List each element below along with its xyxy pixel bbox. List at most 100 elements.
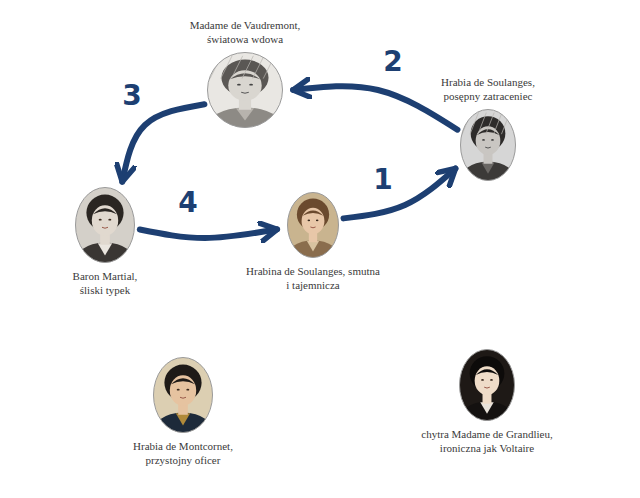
portrait-face <box>475 366 500 395</box>
engraving-hatch <box>242 56 253 79</box>
portrait-figure <box>459 349 515 421</box>
portrait-collar <box>236 108 254 120</box>
portrait-mouth <box>102 227 108 229</box>
portrait-shoulders <box>459 402 515 421</box>
portrait-fringe <box>303 210 324 215</box>
portrait <box>207 52 283 128</box>
portrait-rim <box>208 53 283 128</box>
portrait-mouth <box>180 397 186 399</box>
portrait-figure <box>460 109 516 181</box>
relation-arrow <box>140 229 277 238</box>
portrait-shoulders <box>207 107 283 128</box>
character-node: Hrabina de Soulanges, smutna i tajemnicz… <box>246 192 381 292</box>
portrait-fringe <box>230 73 260 79</box>
portrait-figure <box>207 52 283 128</box>
edge-number: 3 <box>120 81 143 111</box>
character-node: chytra Madame de Grandlieu, ironiczna ja… <box>407 349 567 455</box>
character-node: Baron Martial, śliski typek <box>60 187 150 297</box>
portrait-eye <box>308 220 311 222</box>
portrait-frame <box>207 52 283 128</box>
engraving-hatch <box>470 113 478 135</box>
portrait-face <box>92 205 118 235</box>
portrait-ground <box>75 187 135 263</box>
portrait-collar <box>307 241 319 252</box>
portrait-frame <box>75 187 135 263</box>
portrait-shoulders <box>460 162 516 181</box>
portrait-mouth <box>485 147 491 149</box>
portrait-frame <box>287 192 339 258</box>
portrait-face <box>170 375 196 405</box>
portrait-ground <box>459 349 515 421</box>
portrait-figure <box>153 357 213 433</box>
portrait-eye <box>316 220 319 222</box>
portrait-eye <box>482 139 485 141</box>
character-caption: Baron Martial, śliski typek <box>60 269 150 297</box>
edge-number: 2 <box>381 47 404 77</box>
portrait-frame <box>459 349 515 421</box>
portrait-rim <box>154 358 213 433</box>
portrait-fringe <box>171 378 195 384</box>
portrait <box>459 349 515 421</box>
edge-number: 4 <box>176 188 199 218</box>
portrait-eye <box>237 84 241 86</box>
portrait-frame <box>460 109 516 181</box>
engraving-hatch <box>253 56 264 79</box>
portrait <box>460 109 516 181</box>
portrait-mouth <box>241 92 249 94</box>
character-node: Madame de Vaudremont, światowa wdowa <box>183 18 308 128</box>
character-caption: Hrabina de Soulanges, smutna i tajemnicz… <box>246 264 381 292</box>
portrait-eye <box>186 389 189 391</box>
engraving-hatch <box>263 56 274 79</box>
relation-arrow <box>293 86 457 130</box>
portrait-eye <box>491 139 494 141</box>
portrait-ground <box>153 357 213 433</box>
portrait-eye <box>108 219 111 221</box>
character-node: Hrabia de Soulanges, posępny zatraceniec <box>426 75 551 181</box>
portrait-shoulders <box>287 240 339 258</box>
portrait-ground <box>207 52 283 128</box>
portrait-frame <box>153 357 213 433</box>
portrait-collar <box>480 402 493 414</box>
relation-arrow <box>344 169 456 219</box>
portrait <box>287 192 339 258</box>
character-node: Hrabia de Montcornet, przystojny oficer <box>121 357 246 467</box>
edge-number: 1 <box>371 165 394 195</box>
character-caption: Hrabia de Montcornet, przystojny oficer <box>121 439 246 467</box>
engraving-hatch <box>494 113 502 135</box>
portrait-shoulders <box>153 412 213 433</box>
portrait-figure <box>75 187 135 263</box>
engraving-hatch <box>221 56 232 79</box>
portrait-collar <box>98 243 112 255</box>
portrait-ground <box>287 192 339 258</box>
engraving-hatch <box>478 113 486 135</box>
portrait-fringe <box>476 369 498 375</box>
engraving-hatch <box>486 113 494 135</box>
character-caption: Madame de Vaudremont, światowa wdowa <box>183 18 308 46</box>
portrait-eye <box>99 219 102 221</box>
relation-arrow <box>122 104 204 182</box>
portrait-shoulders <box>75 242 135 263</box>
portrait <box>75 187 135 263</box>
engraving-hatch <box>231 56 242 79</box>
portrait-rim <box>288 193 339 258</box>
portrait-eye <box>177 389 180 391</box>
portrait-collar <box>481 162 494 174</box>
portrait-eye <box>490 379 493 381</box>
portrait-figure <box>287 192 339 258</box>
portrait-rim <box>76 188 135 263</box>
portrait-ground <box>460 109 516 181</box>
portrait-mouth <box>310 226 315 228</box>
portrait <box>153 357 213 433</box>
character-caption: Hrabia de Soulanges, posępny zatraceniec <box>426 75 551 103</box>
portrait-fringe <box>477 129 499 135</box>
portrait-rim <box>461 110 516 181</box>
portrait-eye <box>249 84 253 86</box>
portrait-rim <box>460 350 515 421</box>
engraving-hatch <box>501 113 509 135</box>
portrait-face <box>302 208 325 234</box>
portrait-mouth <box>484 387 490 389</box>
portrait-collar <box>176 413 190 425</box>
portrait-eye <box>481 379 484 381</box>
portrait-fringe <box>93 208 117 214</box>
